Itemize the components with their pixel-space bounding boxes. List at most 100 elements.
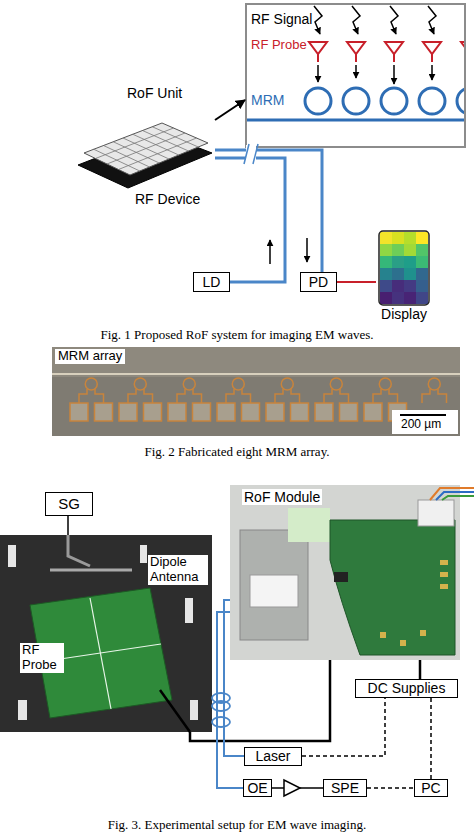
line-shape [317,65,319,82]
path-shape [428,6,436,34]
path-shape [442,496,474,500]
rect-shape [440,584,448,589]
rf-cable [67,516,69,535]
rect-shape [440,560,448,565]
rect-shape [250,575,298,607]
rect-shape [418,500,454,526]
instrument-box: PC [414,779,448,797]
pointer-arrow [215,100,245,120]
circle-shape [85,378,97,390]
circle-shape [134,378,146,390]
rect-shape [70,403,88,421]
g-shape [94,127,199,171]
scale-bar-label: 200 µm [401,418,441,432]
rect-shape [380,268,392,280]
probe-label: RF Probe [251,38,307,53]
line-shape [113,142,159,163]
electrical-line [337,281,376,283]
rect-shape [193,403,211,421]
path-shape [128,389,153,403]
node-text: DC Supplies [368,680,446,696]
rf-signal-symbols [314,6,465,34]
photo-label: RoF Module [242,489,322,505]
fiber-coil [212,693,230,727]
rect-shape [416,256,428,268]
rect-shape [416,280,428,292]
coupling-arrows [318,65,465,84]
circle-shape [379,378,391,390]
figure-caption: Fig. 1 Proposed RoF system for imaging E… [0,328,474,343]
path-shape [347,42,365,62]
path-shape [324,389,349,403]
rect-shape [380,292,392,304]
rect-shape [379,231,429,305]
rect-shape [416,232,428,244]
polygon-shape [84,123,208,175]
control-line [302,698,385,756]
circle-shape [381,88,407,114]
rf-device-illustration [78,123,212,188]
rect-shape [240,530,308,640]
path-shape [422,389,447,403]
g-shape [70,403,407,421]
photo-label: Dipole Antenna [148,555,208,585]
rect-shape [392,292,404,304]
mrm-array-micrograph [52,347,460,436]
probe-photo [0,535,212,732]
rof-unit-device: RoF UnitRF Device [75,85,215,208]
node-text: PD [309,274,328,290]
optical-fiber [215,150,322,272]
display-node: Display [376,230,432,324]
rect-shape [392,268,404,280]
node-text: SPE [331,780,359,796]
rect-shape [404,232,416,244]
figure-caption: Fig. 3. Experimental setup for EM wave i… [0,818,474,833]
rect-shape [334,572,348,582]
circle-shape [281,378,293,390]
g-shape [380,560,448,646]
rect-shape [404,292,416,304]
rect-shape [315,403,333,421]
line-shape [431,65,433,80]
instrument-box: Laser [244,747,302,766]
circle-shape [183,378,195,390]
rect-shape [185,598,193,623]
rect-shape [8,545,16,567]
instrument-box: SPE [323,779,367,797]
instrument-box: SG [45,492,93,516]
line-shape [94,149,140,171]
signal-line [272,787,323,789]
photo-label: RF Probe [20,643,64,673]
rect-shape [52,347,460,436]
rect-shape [392,256,404,268]
line-shape [50,569,132,572]
line-shape [143,131,189,152]
path-shape [390,6,398,34]
rect-shape [0,535,212,732]
circle-shape [305,88,331,114]
line-shape [104,146,150,168]
line-shape [400,414,446,416]
rect-shape [380,632,386,638]
node-text: LD [203,274,221,290]
control-line [367,787,414,789]
rect-shape [288,508,330,542]
path-shape [373,389,398,403]
rect-shape [392,280,404,292]
rect-shape [404,244,416,256]
optical-fiber [217,612,243,788]
path-shape [177,389,202,403]
line-shape [96,128,174,159]
display-label: Display [376,306,432,322]
path-shape [430,488,474,500]
line-shape [355,65,357,78]
rect-shape [144,403,162,421]
path-shape [79,389,104,403]
circle-shape [457,88,465,114]
rect-shape [380,280,392,292]
rect-shape [95,403,113,421]
rect-shape [404,256,416,268]
rect-shape [340,403,358,421]
rect-shape [230,485,460,660]
photo-label: MRM array [55,349,125,364]
